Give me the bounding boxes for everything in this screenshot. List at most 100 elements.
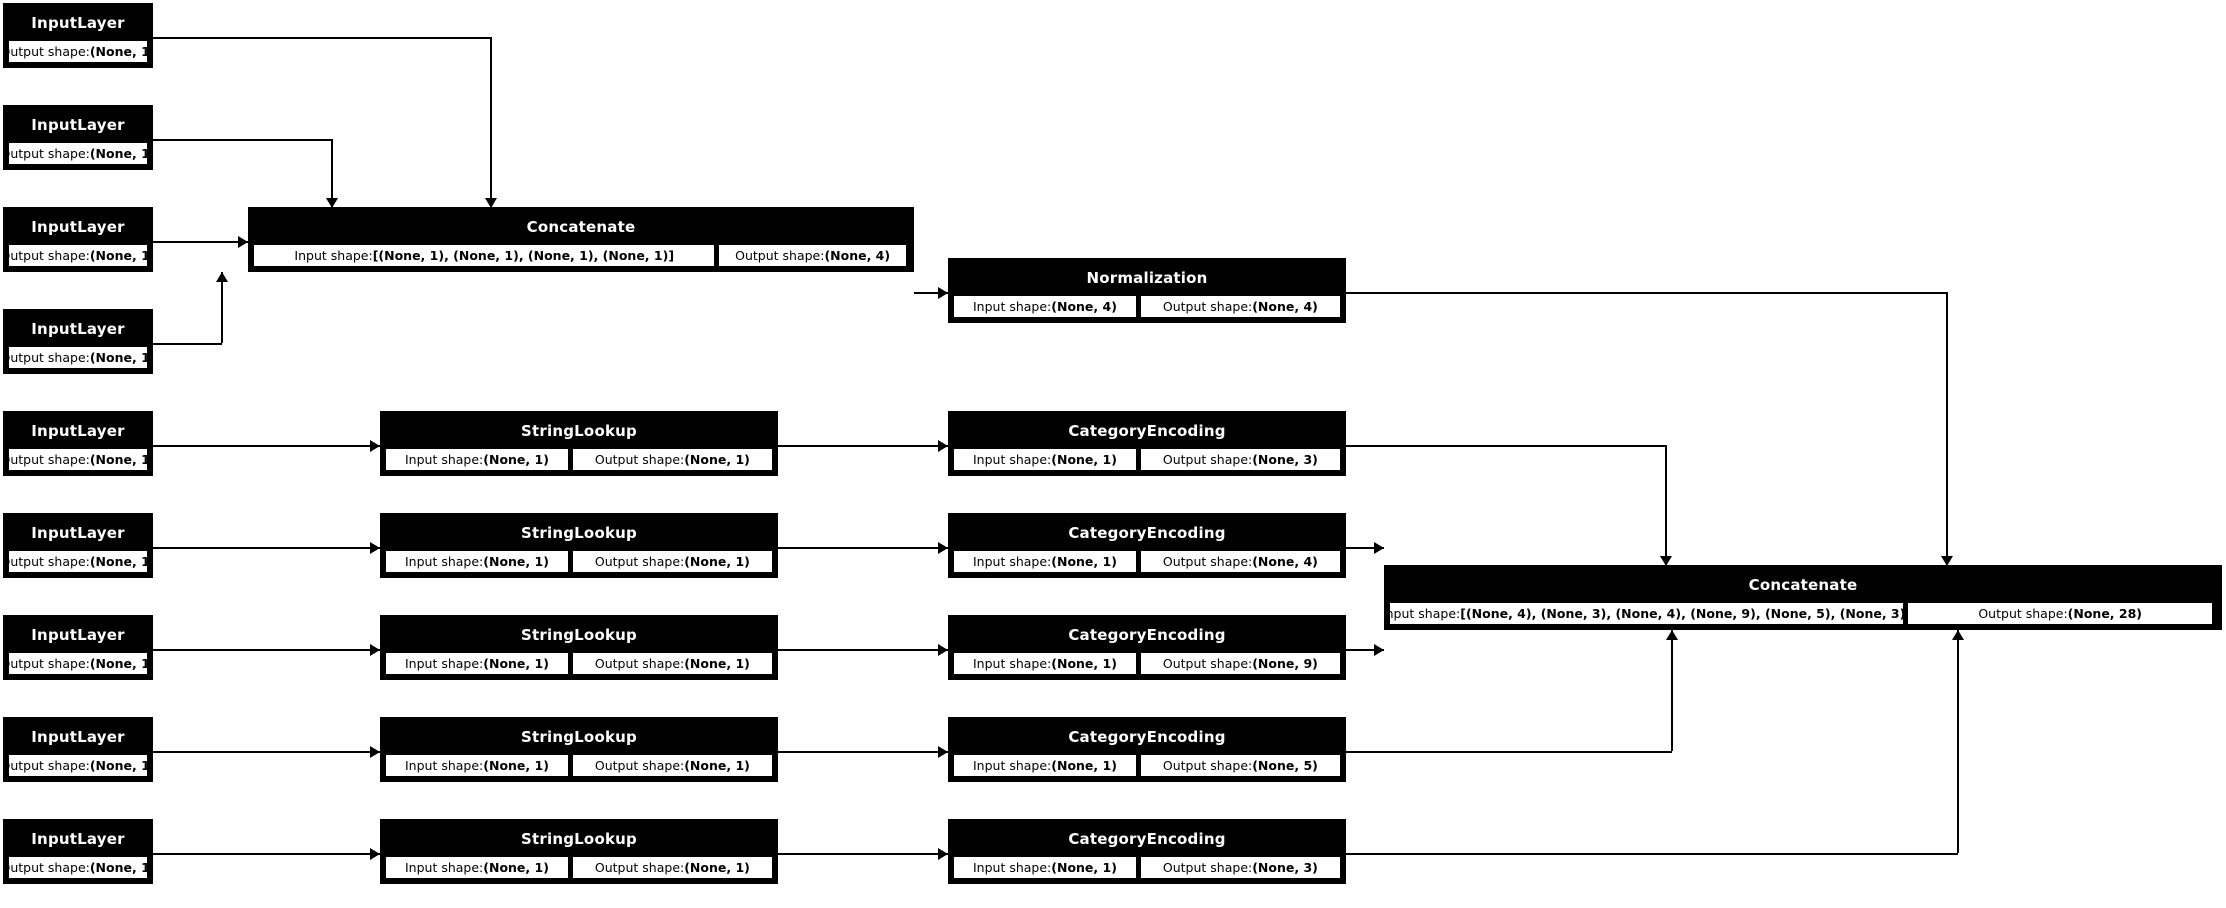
input-shape-cell-value: (None, 1) <box>483 758 549 773</box>
node-title: InputLayer <box>6 720 150 754</box>
edge-normalization-h <box>1346 292 1947 294</box>
node-shape-row: Output shape:(None, 1) <box>6 550 150 575</box>
edge-input_3-h <box>153 241 248 243</box>
node-shape-row: Output shape:(None, 1) <box>6 448 150 473</box>
node-title: CategoryEncoding <box>951 822 1343 856</box>
output-shape-cell-value: (None, 1) <box>684 554 750 569</box>
edge-encoding_5-h <box>1346 853 1958 855</box>
output-shape-cell-label: Output shape: <box>1978 606 2068 621</box>
output-shape-cell: Output shape:(None, 1) <box>8 142 148 165</box>
output-shape-cell: Output shape:(None, 5) <box>1139 754 1341 777</box>
arrowhead-encoding_3 <box>1374 644 1384 656</box>
edge-encoding_4-h <box>1346 751 1672 753</box>
output-shape-cell-value: (None, 1) <box>684 656 750 671</box>
input-shape-cell: Input shape:(None, 4) <box>953 295 1137 318</box>
node-title: InputLayer <box>6 618 150 652</box>
input-shape-cell-label: Input shape: <box>404 554 484 569</box>
output-shape-cell-value: (None, 3) <box>1252 860 1318 875</box>
output-shape-cell-value: (None, 4) <box>824 248 891 263</box>
edge-encoding_5-v <box>1957 630 1959 853</box>
output-shape-cell-value: (None, 1) <box>89 248 147 263</box>
node-title: InputLayer <box>6 414 150 448</box>
edge-concat_numeric-h <box>914 292 948 294</box>
node-shape-row: Input shape:(None, 1)Output shape:(None,… <box>951 448 1343 473</box>
edge-input_4-v <box>221 272 223 343</box>
input-shape-cell: Input shape:(None, 1) <box>953 550 1137 573</box>
output-shape-cell-label: Output shape: <box>8 554 90 569</box>
node-title: InputLayer <box>6 108 150 142</box>
output-shape-cell-label: Output shape: <box>1162 452 1253 467</box>
node-shape-row: Input shape:(None, 1)Output shape:(None,… <box>951 652 1343 677</box>
output-shape-cell: Output shape:(None, 4) <box>1139 550 1341 573</box>
node-shape-row: Input shape:(None, 4)Output shape:(None,… <box>951 295 1343 320</box>
output-shape-cell-label: Output shape: <box>1162 860 1253 875</box>
output-shape-cell: Output shape:(None, 1) <box>8 448 148 471</box>
input-shape-cell-value: (None, 1) <box>1051 452 1117 467</box>
output-shape-cell-value: (None, 1) <box>89 146 147 161</box>
output-shape-cell-value: (None, 1) <box>89 350 147 365</box>
arrowhead-input_1 <box>485 198 497 208</box>
arrowhead-encoding_4 <box>938 746 948 758</box>
output-shape-cell: Output shape:(None, 1) <box>571 550 773 573</box>
input-shape-cell-value: [(None, 4), (None, 3), (None, 4), (None,… <box>1460 606 1905 621</box>
input-shape-cell: Input shape:[(None, 1), (None, 1), (None… <box>253 244 716 267</box>
node-title: Concatenate <box>251 210 911 244</box>
output-shape-cell-label: Output shape: <box>594 452 685 467</box>
input-shape-cell-value: (None, 1) <box>483 452 549 467</box>
arrowhead-lookup_5 <box>370 848 380 860</box>
node-shape-row: Input shape:(None, 1)Output shape:(None,… <box>383 652 775 677</box>
node-shape-row: Input shape:(None, 1)Output shape:(None,… <box>951 754 1343 779</box>
edge-input_2-h <box>153 139 332 141</box>
arrowhead-lookup_3 <box>370 644 380 656</box>
edge-encoding_1-h <box>1346 445 1666 447</box>
input-shape-cell: Input shape:[(None, 4), (None, 3), (None… <box>1389 602 1905 625</box>
input-shape-cell-label: Input shape: <box>972 299 1052 314</box>
input-shape-cell-label: Input shape: <box>1389 606 1461 621</box>
output-shape-cell-label: Output shape: <box>8 452 90 467</box>
output-shape-cell-label: Output shape: <box>594 656 685 671</box>
output-shape-cell: Output shape:(None, 3) <box>1139 856 1341 879</box>
edge-lookup_4-to-encoding_4 <box>778 751 948 753</box>
node-title: StringLookup <box>383 822 775 856</box>
output-shape-cell-value: (None, 1) <box>684 860 750 875</box>
node-title: InputLayer <box>6 822 150 856</box>
input-shape-cell: Input shape:(None, 1) <box>385 754 569 777</box>
arrowhead-encoding_3 <box>938 644 948 656</box>
node-title: StringLookup <box>383 516 775 550</box>
output-shape-cell: Output shape:(None, 1) <box>571 856 773 879</box>
input-shape-cell-label: Input shape: <box>972 758 1052 773</box>
input-shape-cell-value: (None, 1) <box>1051 554 1117 569</box>
node-title: CategoryEncoding <box>951 414 1343 448</box>
input-shape-cell-label: Input shape: <box>404 656 484 671</box>
input-shape-cell-value: (None, 4) <box>1051 299 1117 314</box>
node-title: InputLayer <box>6 210 150 244</box>
output-shape-cell-value: (None, 4) <box>1252 299 1318 314</box>
node-shape-row: Output shape:(None, 1) <box>6 754 150 779</box>
arrowhead-encoding_1 <box>1660 556 1672 566</box>
output-shape-cell-label: Output shape: <box>8 146 90 161</box>
output-shape-cell-label: Output shape: <box>8 758 90 773</box>
